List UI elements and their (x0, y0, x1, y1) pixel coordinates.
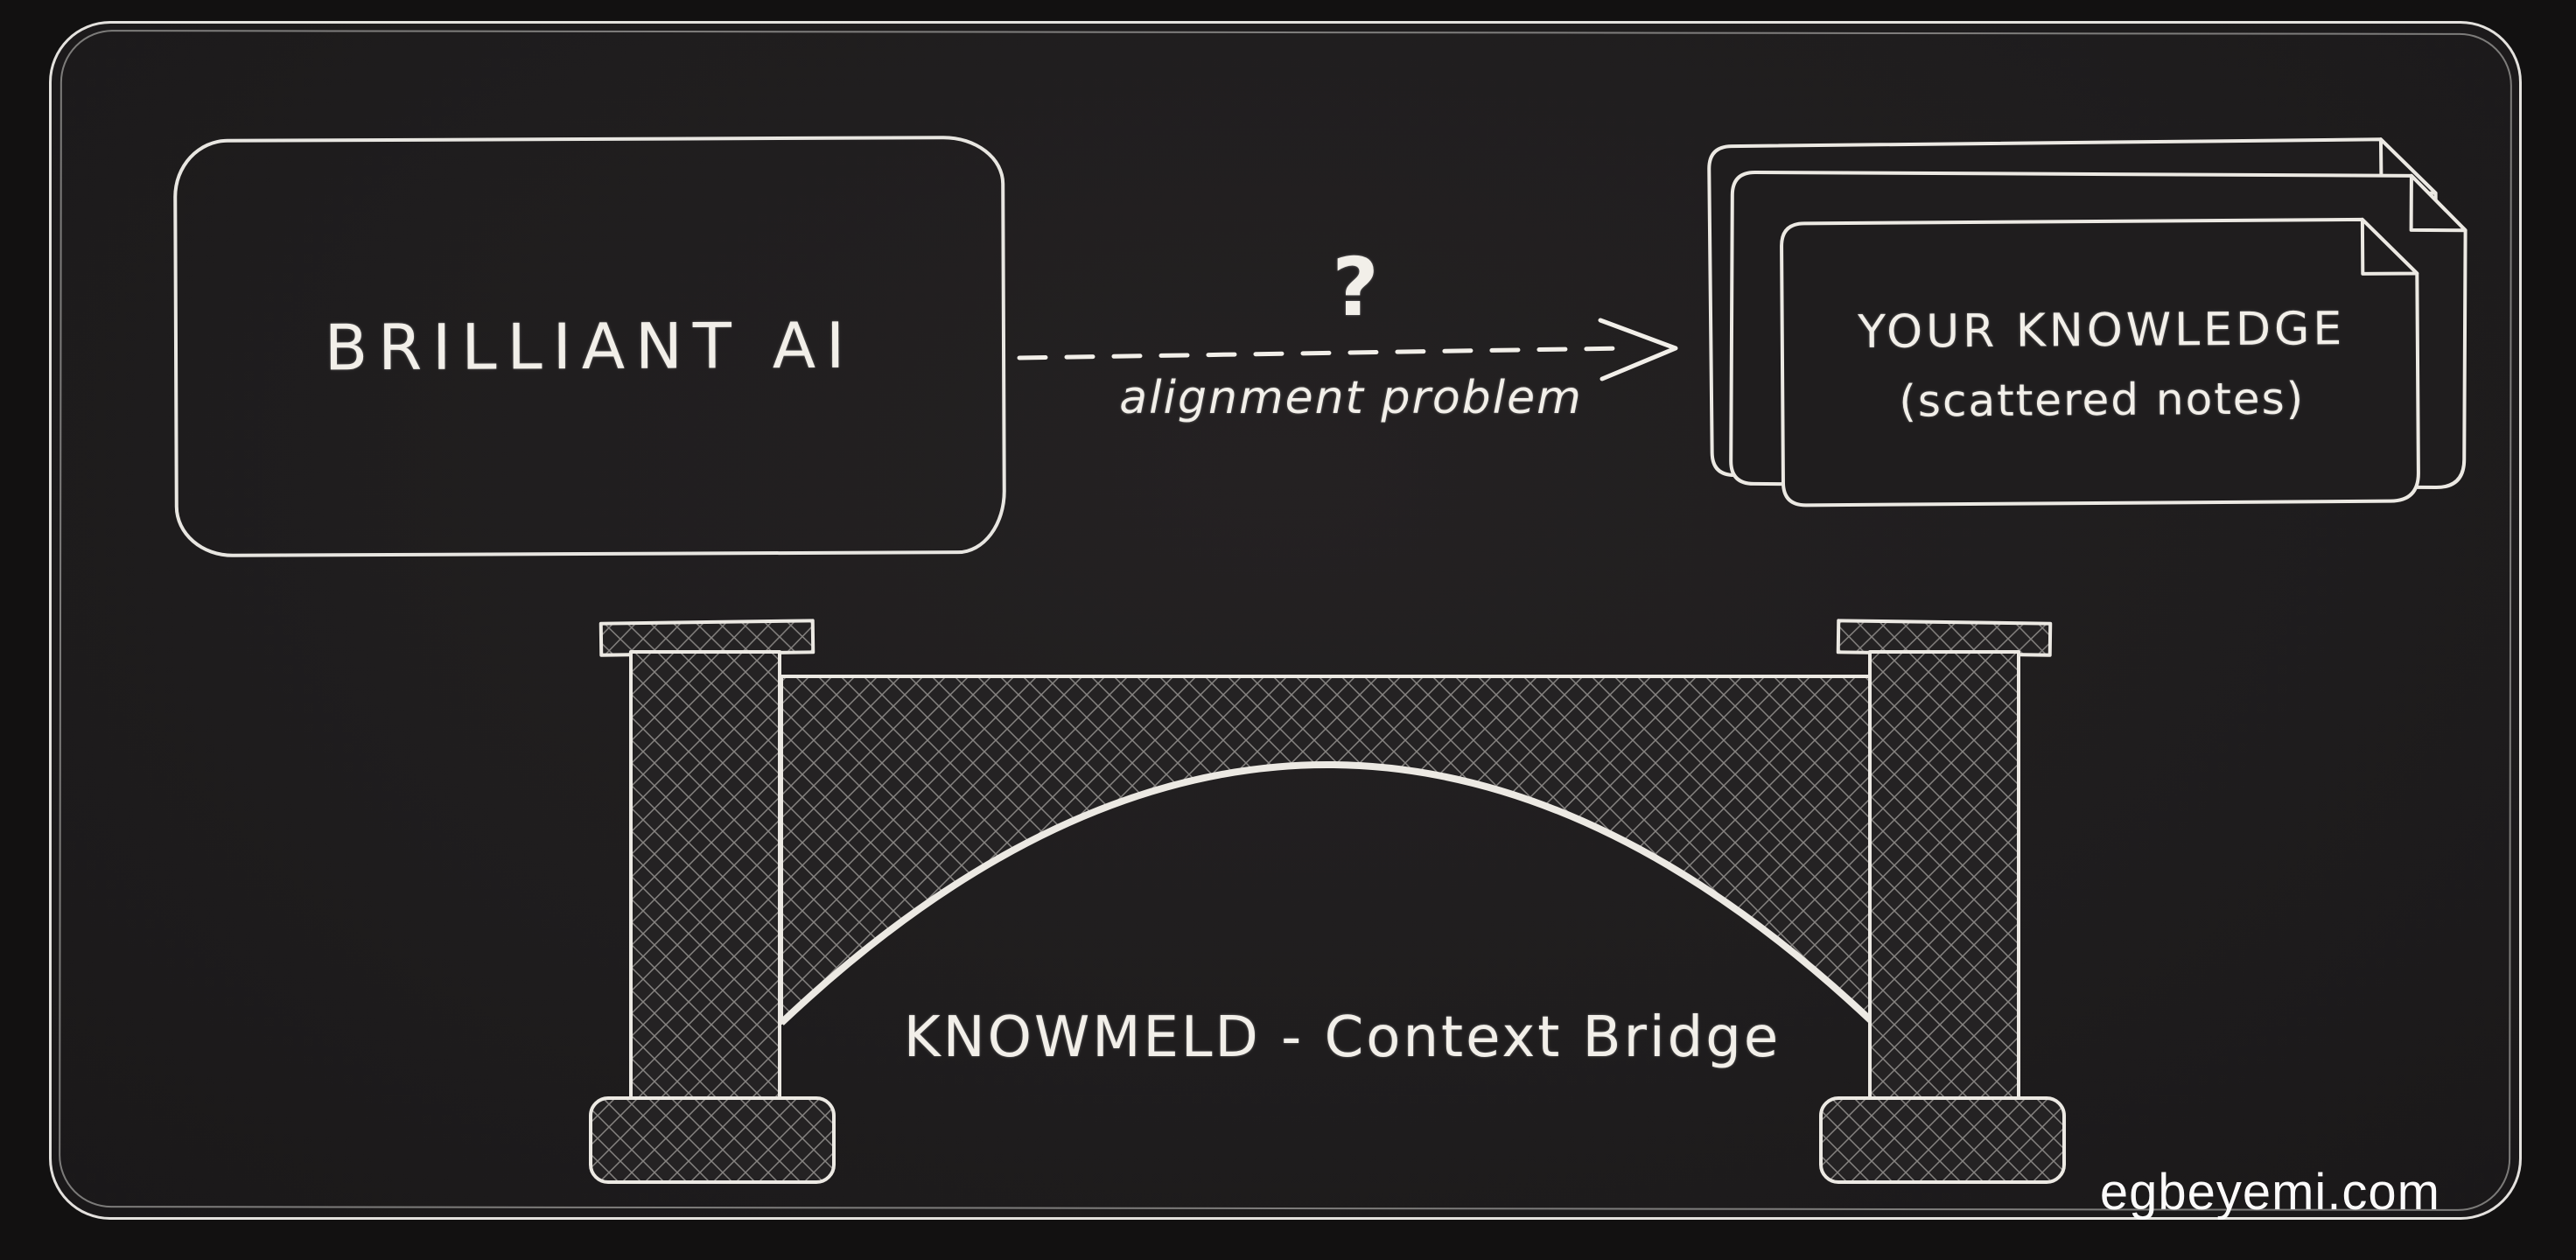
bridge-deck (780, 675, 1875, 1025)
knowledge-card-text: YOUR KNOWLEDGE (scattered notes) (1792, 234, 2412, 497)
brilliant-ai-box: BRILLIANT AI (172, 135, 1007, 558)
question-mark: ? (1332, 241, 1379, 334)
bridge-illustration (589, 619, 2066, 1184)
knowledge-title: YOUR KNOWLEDGE (1858, 303, 2346, 359)
bridge-label: KNOWMELD - Context Bridge (903, 1005, 1782, 1070)
outer-frame: BRILLIANT AI ? alignment problem YOUR KN… (49, 21, 2522, 1221)
bridge-right-pillar (1819, 619, 2066, 1184)
brilliant-ai-label: BRILLIANT AI (324, 308, 856, 385)
bridge-left-pillar (589, 619, 836, 1184)
alignment-problem-label: alignment problem (1119, 372, 1583, 424)
watermark-text: egbeyemi.com (2099, 1164, 2440, 1221)
page-fold-icon (2409, 173, 2468, 233)
page-fold-icon (2378, 137, 2438, 196)
knowledge-subtitle: (scattered notes) (1899, 373, 2306, 427)
bridge-arch (779, 761, 1876, 1026)
